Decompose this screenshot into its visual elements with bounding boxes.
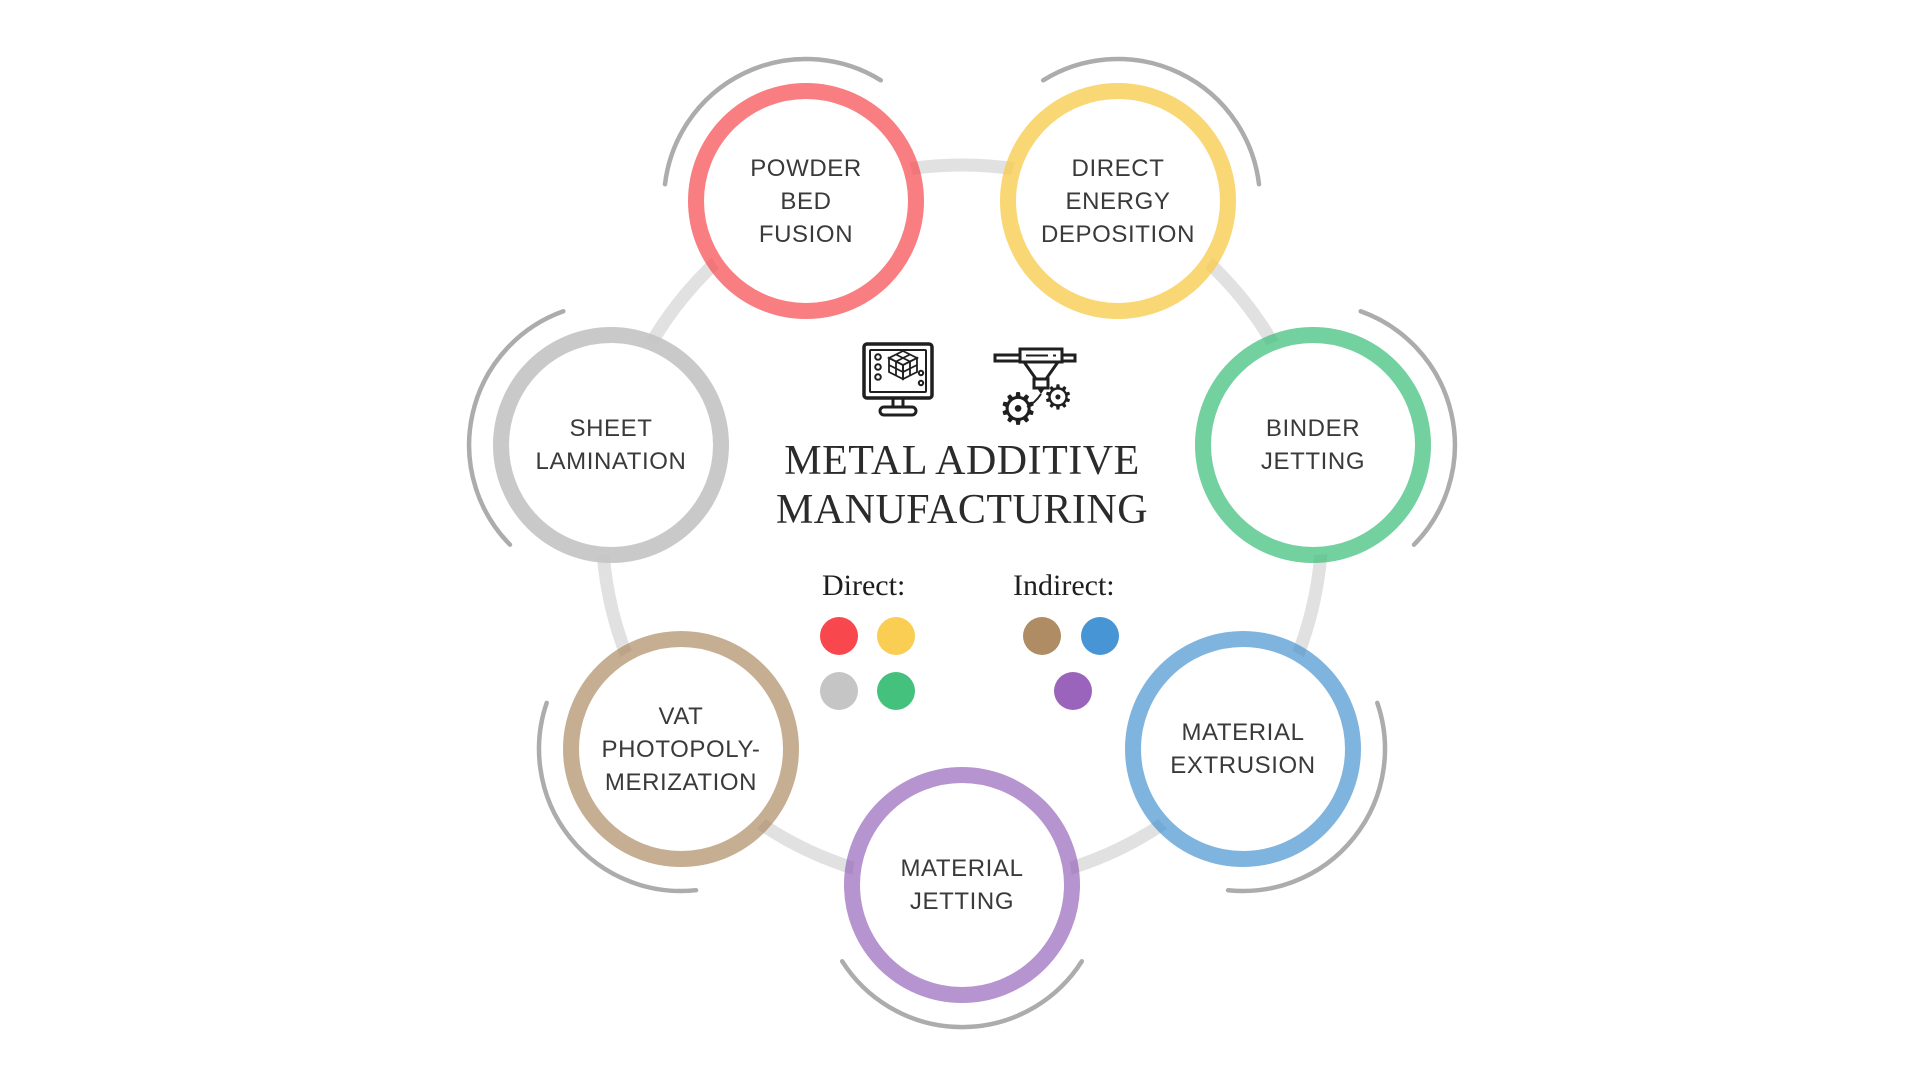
label-line: BED — [780, 187, 832, 215]
legend-dot-red — [820, 617, 858, 655]
cube-left — [888, 356, 904, 381]
arc-direct-energy-deposition — [1040, 56, 1262, 187]
arc-sheet-lamination — [466, 309, 566, 547]
label-material-extrusion: MATERIAL EXTRUSION — [1143, 649, 1343, 849]
legend-dot-blue — [1081, 617, 1119, 655]
label-line: JETTING — [909, 888, 1015, 915]
label-line: EXTRUSION — [1170, 752, 1316, 779]
legend-dot-brown — [1023, 617, 1061, 655]
label-powder-bed-fusion: POWDER BED FUSION — [706, 101, 906, 301]
label-line: DEPOSITION — [1040, 220, 1196, 248]
gear-icon-large: ⚙ — [998, 384, 1037, 435]
legend-dot-gray — [820, 672, 858, 710]
page-title: METAL ADDITIVE MANUFACTURING — [612, 437, 1312, 535]
label-sheet-lamination: SHEET LAMINATION — [511, 345, 711, 545]
label-binder-jetting: BINDER JETTING — [1213, 345, 1413, 545]
voxel-cube — [886, 349, 920, 381]
3d-model-monitor-icon — [862, 342, 934, 417]
arc-vat-photopolymerization — [536, 700, 699, 894]
legend-dot-green — [877, 672, 915, 710]
screen-dot-2 — [874, 363, 882, 371]
monitor-base — [878, 405, 918, 417]
gear-icon-small: ⚙ — [1043, 378, 1073, 418]
label-vat-photopolymerization: VAT PHOTOPOLY- MERIZATION — [581, 649, 781, 849]
label-line: BINDER — [1265, 415, 1361, 442]
circle-binder-jetting — [1195, 327, 1431, 563]
circle-powder-bed-fusion — [688, 83, 924, 319]
label-line: SHEET — [569, 415, 653, 442]
label-line: ENERGY — [1065, 187, 1171, 215]
label-line: VAT — [658, 702, 704, 730]
legend-indirect-dots — [1023, 617, 1119, 710]
category-circles — [493, 83, 1431, 1003]
legend-indirect-label: Indirect: — [1013, 569, 1115, 602]
screen-dot-4 — [917, 369, 925, 377]
title-line-1: METAL ADDITIVE — [784, 438, 1140, 484]
legend-direct-dots — [820, 617, 915, 710]
label-line: FUSION — [758, 220, 854, 248]
printer-hopper — [1021, 360, 1061, 381]
label-line: MATERIAL — [900, 855, 1024, 882]
label-line: JETTING — [1260, 448, 1366, 475]
label-line: LAMINATION — [535, 448, 687, 475]
arc-powder-bed-fusion — [662, 56, 884, 187]
label-material-jetting: MATERIAL JETTING — [862, 785, 1062, 985]
label-line: PHOTOPOLY- — [601, 735, 761, 763]
label-line: DIRECT — [1071, 154, 1165, 182]
nozzle-tip — [1037, 388, 1045, 394]
cube-grid — [888, 353, 918, 376]
label-line: MERIZATION — [604, 768, 758, 796]
circle-direct-energy-deposition — [1000, 83, 1236, 319]
circle-sheet-lamination — [493, 327, 729, 563]
material-strand — [1026, 393, 1042, 408]
screen-dot-5 — [917, 379, 925, 387]
arc-binder-jetting — [1358, 309, 1458, 547]
circle-material-jetting — [844, 767, 1080, 1003]
outer-arcs — [466, 56, 1458, 1030]
legend-dot-purple — [1054, 672, 1092, 710]
legend-direct-label: Direct: — [822, 569, 906, 602]
legend-dot-yellow — [877, 617, 915, 655]
circle-material-extrusion — [1125, 631, 1361, 867]
arc-material-jetting — [839, 959, 1085, 1030]
screen-dot-1 — [874, 353, 882, 361]
label-direct-energy-deposition: DIRECT ENERGY DEPOSITION — [1018, 101, 1218, 301]
circle-vat-photopolymerization — [563, 631, 799, 867]
3d-printer-gears-icon: ⚙ ⚙ — [993, 347, 1077, 435]
screen-dot-3 — [874, 373, 882, 381]
monitor-screen — [869, 349, 927, 393]
title-line-2: MANUFACTURING — [775, 487, 1149, 533]
label-line: MATERIAL — [1181, 719, 1305, 746]
arc-material-extrusion — [1225, 700, 1388, 894]
label-line: POWDER — [750, 154, 862, 182]
